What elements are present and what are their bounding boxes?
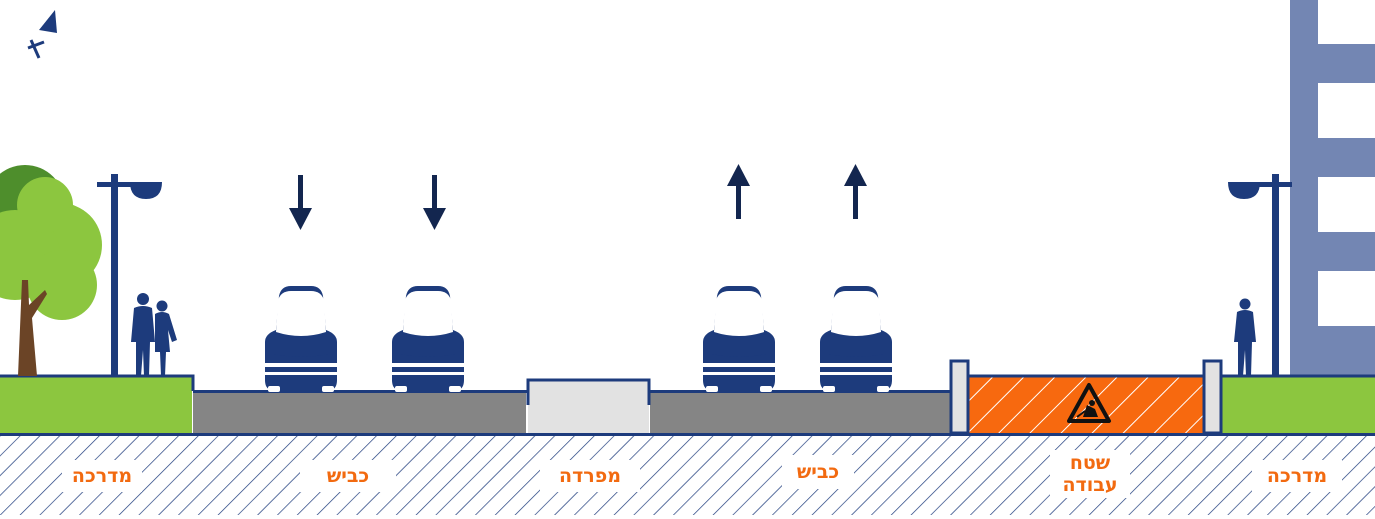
car-icon	[392, 286, 464, 392]
sidewalk-left	[0, 376, 192, 433]
label-median: מפרדה	[540, 460, 640, 492]
label-road-right: כביש	[782, 455, 854, 489]
tree	[0, 165, 102, 376]
street-lamp-left	[97, 174, 162, 376]
sidewalk-right	[1221, 376, 1375, 433]
work-area	[949, 359, 1223, 435]
building	[1290, 0, 1375, 376]
pedestrian-right	[1234, 298, 1256, 376]
pedestrians-couple	[131, 293, 177, 376]
car-icon	[265, 286, 337, 392]
soil-band	[0, 436, 1375, 515]
car-icon	[703, 286, 775, 392]
road-right	[650, 392, 952, 433]
road-left	[193, 392, 526, 433]
label-sidewalk-right: מדרכה	[1252, 460, 1342, 492]
median	[528, 380, 649, 433]
car-icon	[820, 286, 892, 392]
down-arrow-icon	[289, 175, 312, 230]
north-arrow-icon	[27, 10, 57, 59]
roadwork-sign-icon	[1067, 383, 1111, 423]
label-work-area: שטח עבודה	[1050, 450, 1130, 498]
down-arrow-icon	[423, 175, 446, 230]
up-arrow-icon	[844, 164, 867, 219]
up-arrow-icon	[727, 164, 750, 219]
street-lamp-right	[1228, 174, 1292, 376]
label-road-left: כביש	[300, 460, 396, 492]
label-sidewalk-left: מדרכה	[62, 460, 142, 492]
